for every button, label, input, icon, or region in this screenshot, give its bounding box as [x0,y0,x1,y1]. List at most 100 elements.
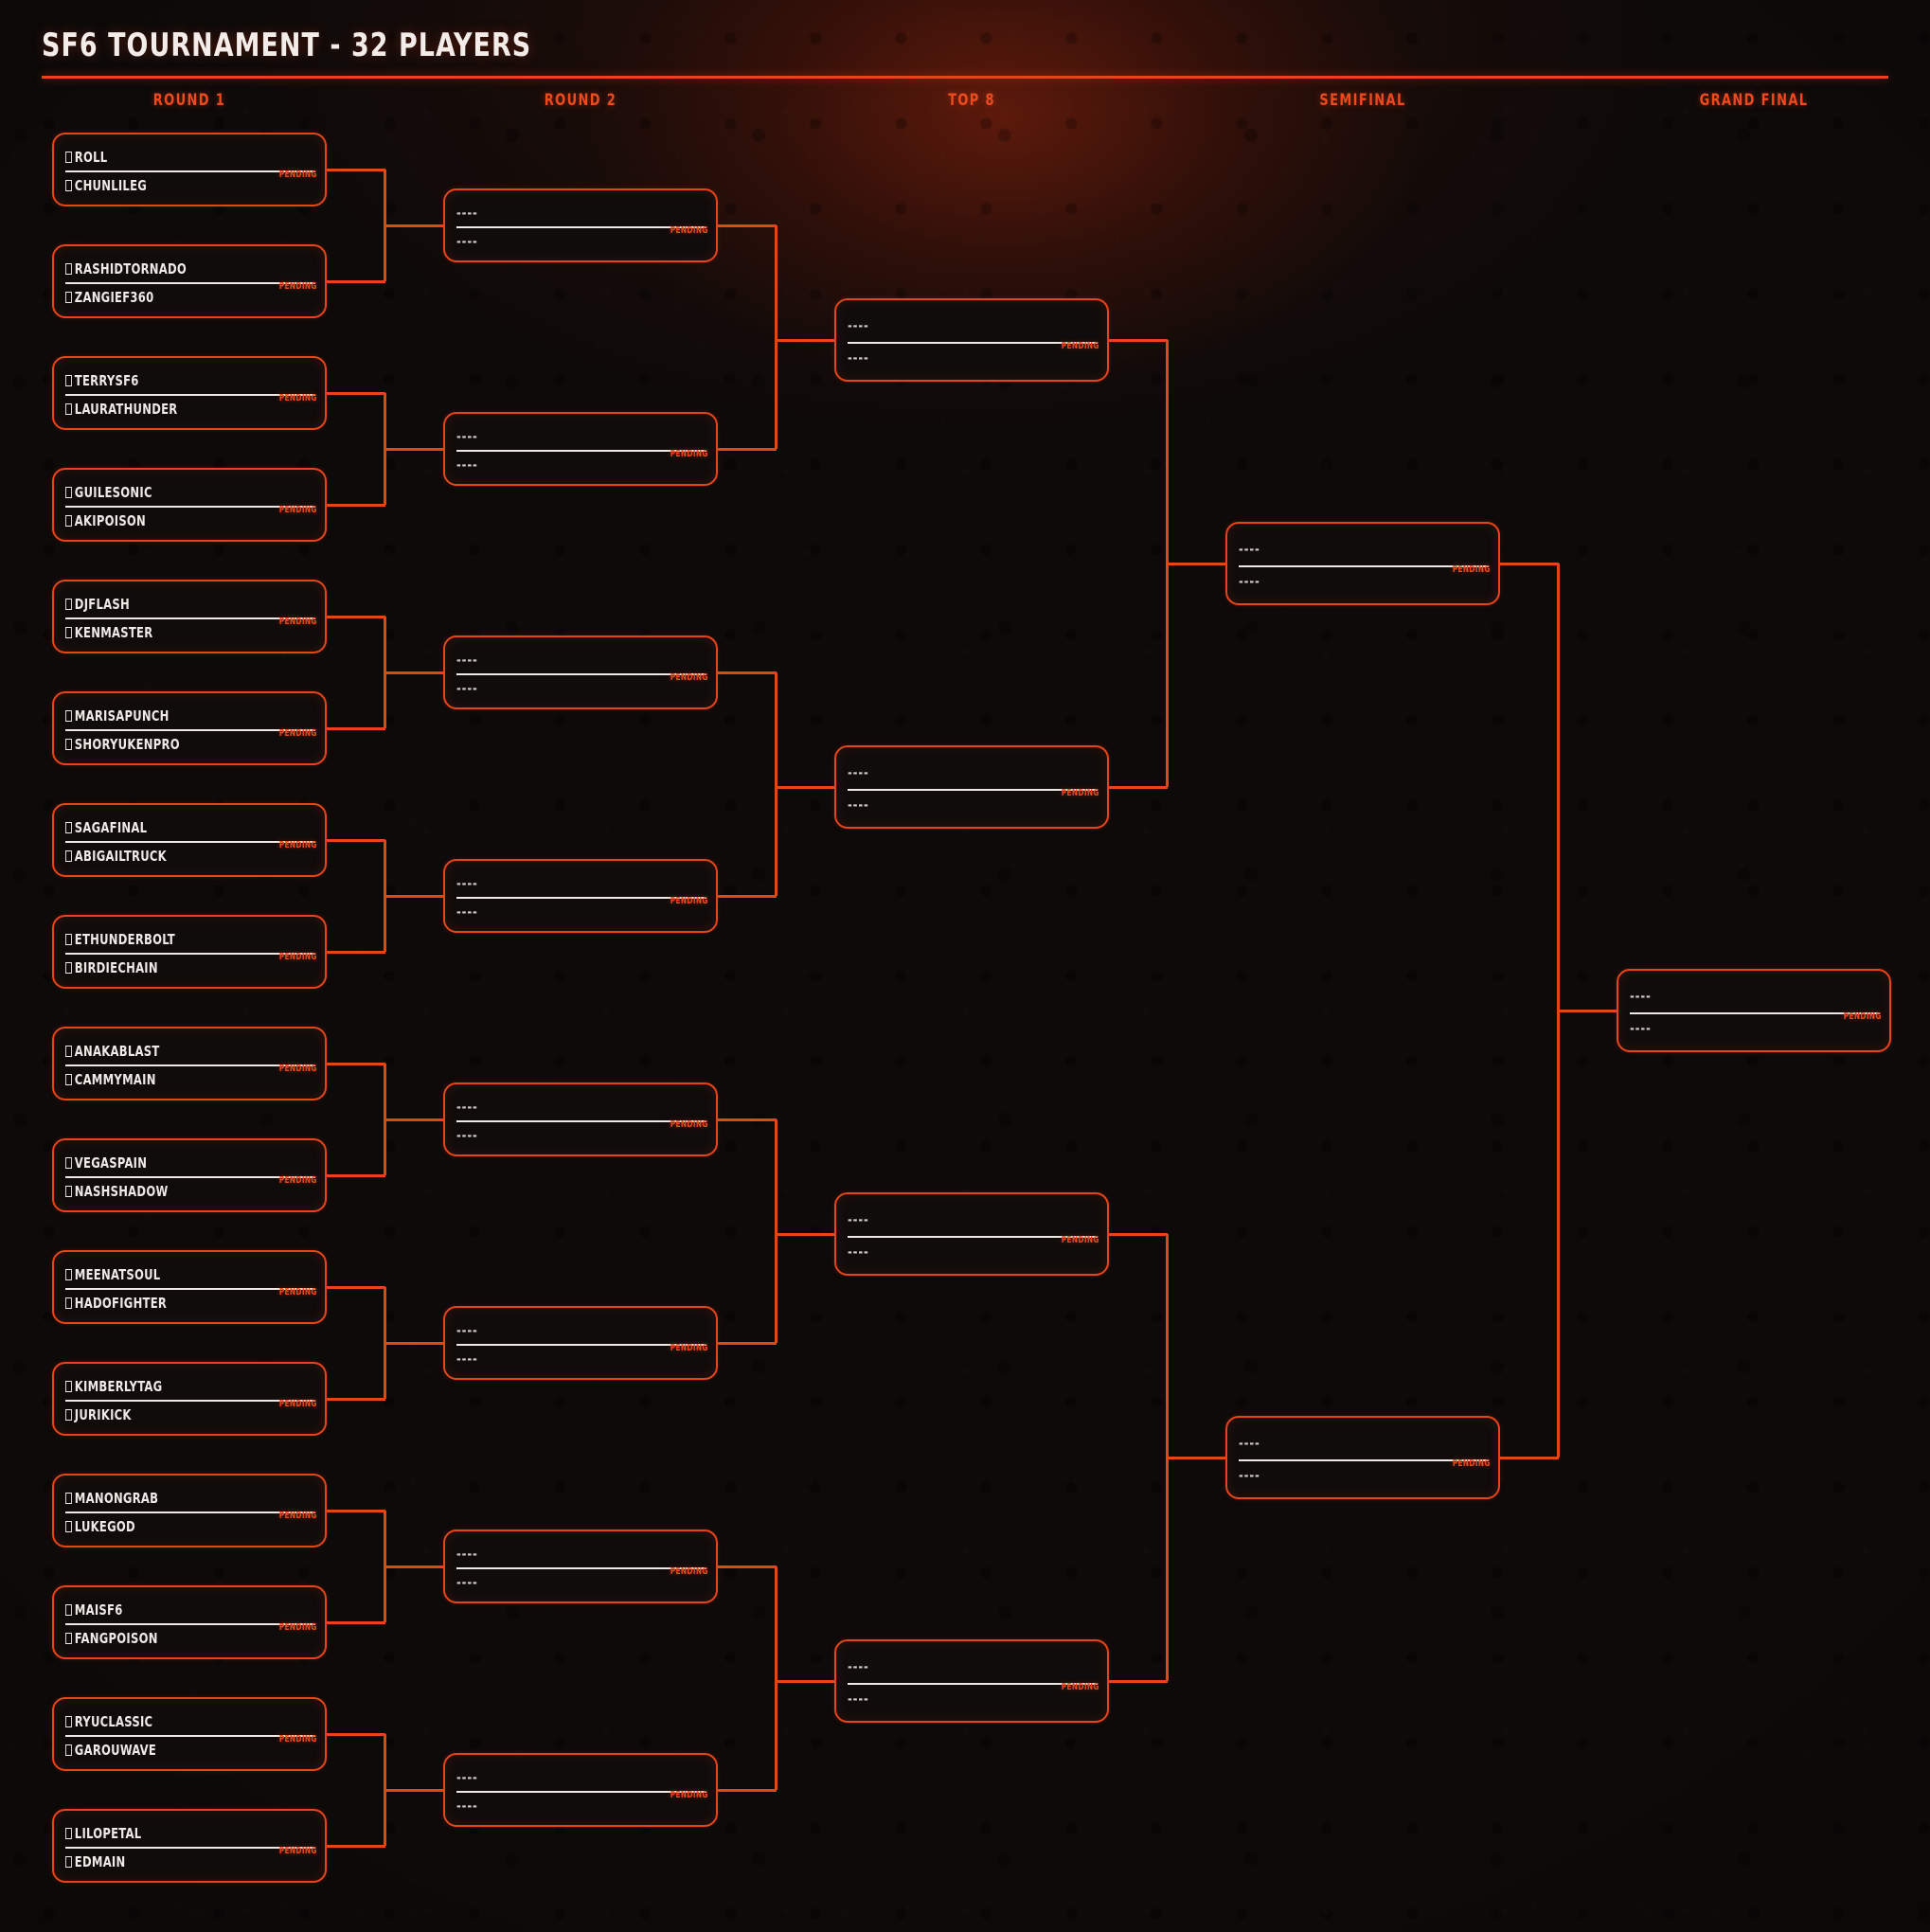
match-slot-bottom[interactable]: EDMAIN [65,1852,280,1871]
match-slot-bottom[interactable]: ---- [456,1573,671,1592]
match-slot-bottom[interactable]: AKIPOISON [65,511,280,530]
match-card[interactable]: --------PENDING [1225,1416,1500,1499]
match-slot-top[interactable]: MAISF6 [65,1601,280,1619]
match-slot-top[interactable]: ---- [848,1210,1063,1229]
connector-vertical [775,225,777,449]
match-slot-top[interactable]: ---- [456,1321,671,1340]
match-slot-bottom[interactable]: ---- [456,1797,671,1816]
match-slot-bottom[interactable]: ---- [456,1350,671,1368]
match-slot-bottom[interactable]: ---- [848,1243,1063,1261]
match-slot-top[interactable]: RASHIDTORNADO [65,259,280,278]
match-slot-top[interactable]: ---- [456,1545,671,1564]
match-slot-top[interactable]: ---- [1630,987,1845,1006]
match-card[interactable]: --------PENDING [443,859,718,933]
match-card[interactable]: --------PENDING [443,412,718,486]
match-status-badge: PENDING [278,1511,317,1521]
match-card[interactable]: --------PENDING [1225,522,1500,605]
match-slot-bottom[interactable]: ---- [1239,572,1454,591]
match-slot-bottom[interactable]: CHUNLILEG [65,176,280,195]
match-slot-top[interactable]: ---- [456,204,671,223]
match-slot-bottom[interactable]: CAMMYMAIN [65,1070,280,1089]
match-slot-bottom[interactable]: JURIKICK [65,1405,280,1424]
match-slot-bottom[interactable]: ---- [456,232,671,251]
match-slot-bottom[interactable]: ZANGIEF360 [65,288,280,307]
match-slot-bottom[interactable]: ABIGAILTRUCK [65,847,280,866]
match-slot-bottom[interactable]: FANGPOISON [65,1629,280,1648]
match-slot-bottom[interactable]: NASHSHADOW [65,1182,280,1201]
match-slot-bottom[interactable]: LAURATHUNDER [65,400,280,419]
match-slot-bottom[interactable]: LUKEGOD [65,1517,280,1536]
match-card[interactable]: --------PENDING [834,1639,1109,1723]
match-slot-top[interactable]: GUILESONIC [65,483,280,502]
match-slot-top[interactable]: ---- [456,1768,671,1787]
match-card[interactable]: --------PENDING [443,1306,718,1380]
connector-horizontal [327,950,385,954]
match-divider [1239,1459,1489,1461]
match-slot-top[interactable]: ---- [848,1657,1063,1676]
match-slot-bottom[interactable]: ---- [1630,1019,1845,1038]
match-slot-top[interactable]: ---- [456,874,671,893]
match-slot-top[interactable]: RYUCLASSIC [65,1712,280,1731]
player-name: ANAKABLAST [74,1043,160,1060]
match-slot-top[interactable]: MANONGRAB [65,1489,280,1508]
match-slot-top[interactable]: MEENATSOUL [65,1265,280,1284]
match-slot-top[interactable]: VEGASPAIN [65,1154,280,1172]
match-slot-top[interactable]: ROLL [65,148,280,167]
match-slot-top[interactable]: ANAKABLAST [65,1042,280,1061]
match-slot-bottom[interactable]: HADOFIGHTER [65,1294,280,1313]
match-slot-bottom[interactable]: GAROUWAVE [65,1741,280,1760]
match-card[interactable]: --------PENDING [443,1530,718,1603]
match-slot-bottom[interactable]: BIRDIECHAIN [65,958,280,977]
match-slot-top[interactable]: ---- [456,651,671,670]
match-slot-top[interactable]: ---- [456,1098,671,1117]
match-divider [65,394,315,396]
match-card[interactable]: --------PENDING [443,188,718,262]
match-slot-top[interactable]: SAGAFINAL [65,818,280,837]
match-slot-bottom[interactable]: ---- [456,1126,671,1145]
match-slot-bottom[interactable]: KENMASTER [65,623,280,642]
match-slot-bottom[interactable]: ---- [456,679,671,698]
match-slot-top[interactable]: ---- [1239,1434,1454,1453]
match-slot-top[interactable]: ---- [848,316,1063,335]
match-slot-top[interactable]: LILOPETAL [65,1824,280,1843]
match-slot-bottom[interactable]: SHORYUKENPRO [65,735,280,754]
match-card[interactable]: --------PENDING [443,635,718,709]
match-slot-top[interactable]: KIMBERLYTAG [65,1377,280,1396]
match-card[interactable]: --------PENDING [443,1082,718,1156]
match-slot-top[interactable]: DJFLASH [65,595,280,614]
match-slot-bottom[interactable]: ---- [456,456,671,474]
match-slot-bottom[interactable]: ---- [848,349,1063,367]
match-slot-bottom[interactable]: ---- [848,1690,1063,1708]
match-card[interactable]: --------PENDING [834,1192,1109,1276]
match-slot-top[interactable]: ETHUNDERBOLT [65,930,280,949]
match-slot-bottom[interactable]: ---- [848,796,1063,814]
match-card[interactable]: --------PENDING [1617,969,1891,1052]
match-slot-top[interactable]: MARISAPUNCH [65,707,280,725]
match-slot-bottom[interactable]: ---- [1239,1466,1454,1485]
match-slot-bottom[interactable]: ---- [456,903,671,921]
match-card[interactable]: --------PENDING [834,745,1109,829]
match-status-badge: PENDING [1843,1011,1882,1022]
match-card[interactable]: --------PENDING [834,298,1109,382]
match-slot-top[interactable]: ---- [456,427,671,446]
match-slot-top[interactable]: ---- [848,763,1063,782]
match-slot-top[interactable]: TERRYSF6 [65,371,280,390]
match-card[interactable]: --------PENDING [443,1753,718,1827]
match-slot-top[interactable]: ---- [1239,540,1454,559]
